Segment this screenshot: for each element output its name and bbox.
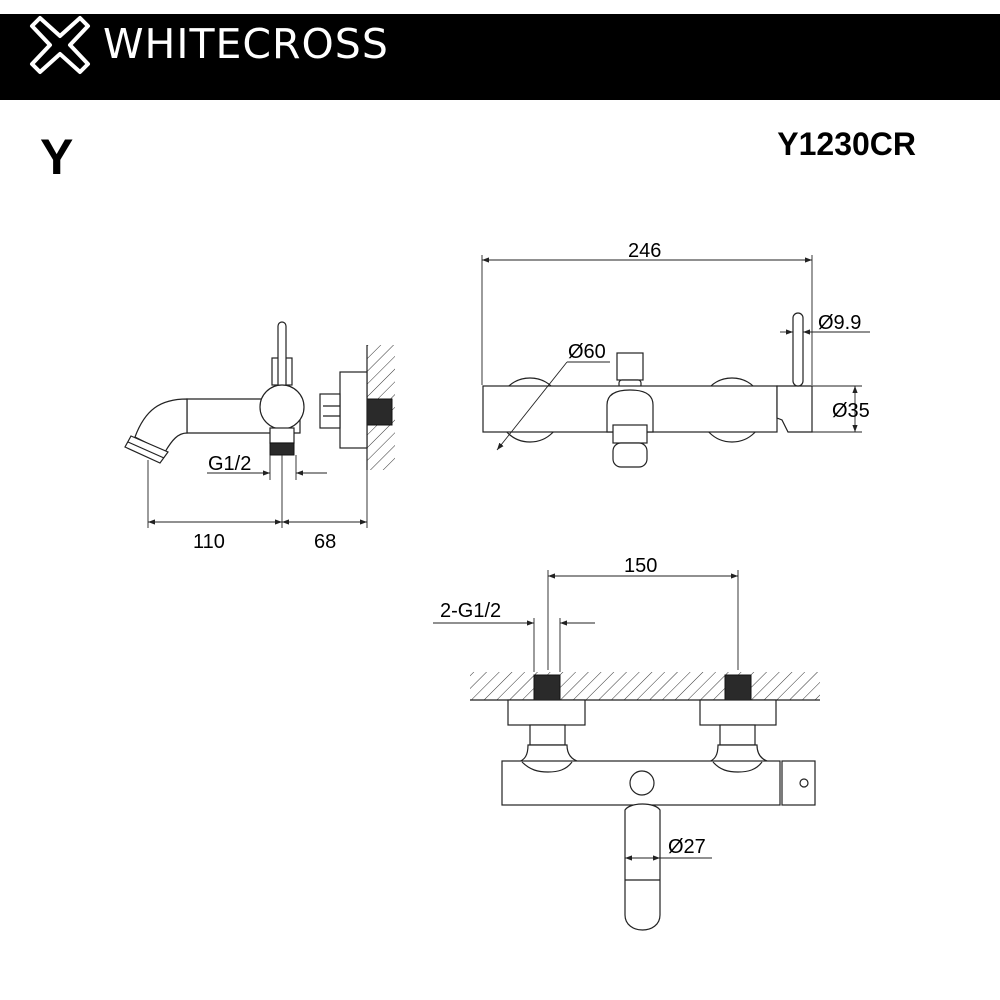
dim-rosette: Ø60: [568, 341, 606, 363]
dim-body: Ø35: [832, 400, 870, 422]
model-number: Y1230CR: [777, 126, 916, 162]
dim-wall-depth: 68: [314, 531, 336, 553]
brand-name: WHITECROSS: [103, 20, 389, 68]
side-view: G1/2 110 68: [124, 321, 395, 553]
header-bar: [0, 14, 1000, 100]
dim-centers: 150: [624, 555, 657, 577]
dim-width: 246: [628, 240, 661, 262]
series-label: Y: [40, 129, 74, 185]
dim-lever: Ø9.9: [818, 312, 861, 334]
dim-spout-diameter: Ø27: [668, 836, 706, 858]
thread-label: G1/2: [208, 453, 251, 475]
thread-label-2: 2-G1/2: [440, 600, 501, 622]
brand-logo-icon: [30, 16, 90, 74]
dim-spout-length: 110: [193, 531, 225, 553]
front-view: 246 Ø60 Ø9.9 Ø35: [481, 240, 870, 468]
top-view: 150 2-G1/2 Ø27: [433, 555, 820, 931]
